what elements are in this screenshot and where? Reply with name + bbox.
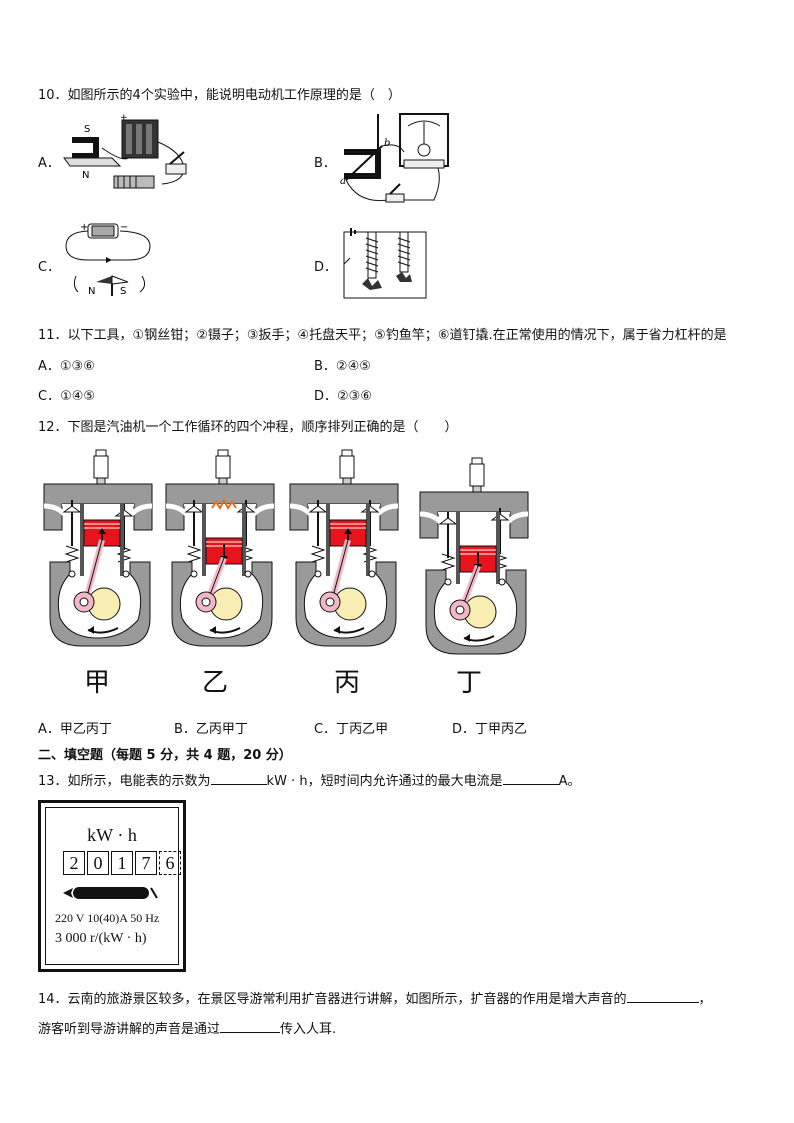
q13-text-b: kW · h，短时间内允许通过的最大电流是	[266, 774, 503, 789]
svg-text:+: +	[120, 113, 128, 123]
meter-unit: kW · h	[87, 825, 137, 845]
q11-option-c[interactable]: C．①④⑤	[38, 389, 96, 404]
meter-rotor-icon	[63, 887, 158, 899]
q12-option-c[interactable]: C．丁丙乙甲	[314, 722, 389, 737]
engine-label-yi: 乙	[202, 668, 229, 698]
fig-b-b-label: b	[384, 138, 390, 149]
fig-c-s-label: S	[120, 286, 126, 297]
fig-a-n-label: N	[82, 170, 89, 181]
fig-c-n-label: N	[88, 286, 95, 297]
engine-label-jia: 甲	[84, 668, 111, 698]
q14-line-1: 14．云南的旅游景区较多，在景区导游常利用扩音器进行讲解，如图所示，扩音器的作用…	[38, 988, 712, 1007]
engine-label-bing: 丙	[334, 668, 361, 698]
q10-figure-d	[343, 228, 427, 299]
meter-spec-revolutions: 3 000 r/(kW · h)	[55, 931, 147, 946]
q12-stem: 12．下图是汽油机一个工作循环的四个冲程，顺序排列正确的是（ ）	[38, 420, 458, 435]
engine-label-ding: 丁	[456, 668, 483, 698]
q10-option-b-label[interactable]: B．	[314, 156, 336, 171]
q10-figure-a: + S N	[63, 113, 187, 189]
q10-stem: 10．如图所示的4个实验中，能说明电动机工作原理的是（ ）	[38, 88, 401, 103]
engine-yi	[165, 449, 275, 647]
q12-option-a[interactable]: A．甲乙丙丁	[38, 722, 112, 737]
q11-option-d[interactable]: D．②③⑥	[314, 389, 372, 404]
q11-stem: 11．以下工具，①钢丝钳；②镊子；③扳手；④托盘天平；⑤钓鱼竿；⑥道钉撬.在正常…	[38, 328, 727, 343]
engine-jia	[43, 449, 153, 647]
q10-figure-c: + − N S	[65, 222, 151, 297]
q14-blank-2[interactable]	[220, 1019, 281, 1033]
fig-a-s-label: S	[84, 124, 90, 135]
q13-blank-current[interactable]	[502, 771, 559, 785]
q14-text-2b: 传入人耳.	[280, 1022, 337, 1037]
meter-digits: 2 0 1 7 6	[63, 851, 183, 875]
meter-digit: 7	[135, 851, 157, 875]
meter-digit-decimal: 6	[159, 851, 181, 875]
q10-option-a-label[interactable]: A．	[38, 156, 60, 171]
q10-option-c-label[interactable]: C．	[38, 260, 61, 275]
fig-c-minus-label: −	[120, 222, 128, 233]
q14-text-1b: ，	[698, 992, 712, 1007]
meter-digit: 0	[87, 851, 109, 875]
q13-stem: 13．如所示，电能表的示数为 kW · h，短时间内允许通过的最大电流是 A。	[38, 770, 580, 789]
fig-c-plus-label: +	[80, 222, 88, 233]
meter-digit: 1	[111, 851, 133, 875]
q12-option-b[interactable]: B．乙丙甲丁	[174, 722, 248, 737]
q13-text-a: 13．如所示，电能表的示数为	[38, 774, 211, 789]
q13-blank-reading[interactable]	[210, 771, 267, 785]
q14-text-1a: 14．云南的旅游景区较多，在景区导游常利用扩音器进行讲解，如图所示，扩音器的作用…	[38, 992, 627, 1007]
q13-text-c: A。	[558, 774, 581, 789]
engine-ding	[419, 457, 529, 655]
meter-digit: 2	[63, 851, 85, 875]
meter-spec-rating: 220 V 10(40)A 50 Hz	[55, 911, 160, 925]
q12-option-d[interactable]: D．丁甲丙乙	[452, 722, 528, 737]
q11-option-b[interactable]: B．②④⑤	[314, 359, 371, 374]
electric-meter: kW · h 2 0 1 7 6 220 V 10(40)A 50 Hz 3 0…	[38, 800, 186, 972]
engine-bing	[289, 449, 399, 647]
q10-figure-b: b a	[340, 113, 449, 203]
q14-blank-1[interactable]	[626, 989, 699, 1003]
section-2-title: 二、填空题（每题 5 分，共 4 题，20 分）	[38, 748, 292, 763]
q11-option-a[interactable]: A．①③⑥	[38, 359, 95, 374]
q10-option-d-label[interactable]: D．	[314, 260, 338, 275]
fig-b-a-label: a	[340, 176, 346, 187]
q14-text-2a: 游客听到导游讲解的声音是通过	[38, 1022, 221, 1037]
q14-line-2: 游客听到导游讲解的声音是通过 传入人耳.	[38, 1018, 336, 1037]
